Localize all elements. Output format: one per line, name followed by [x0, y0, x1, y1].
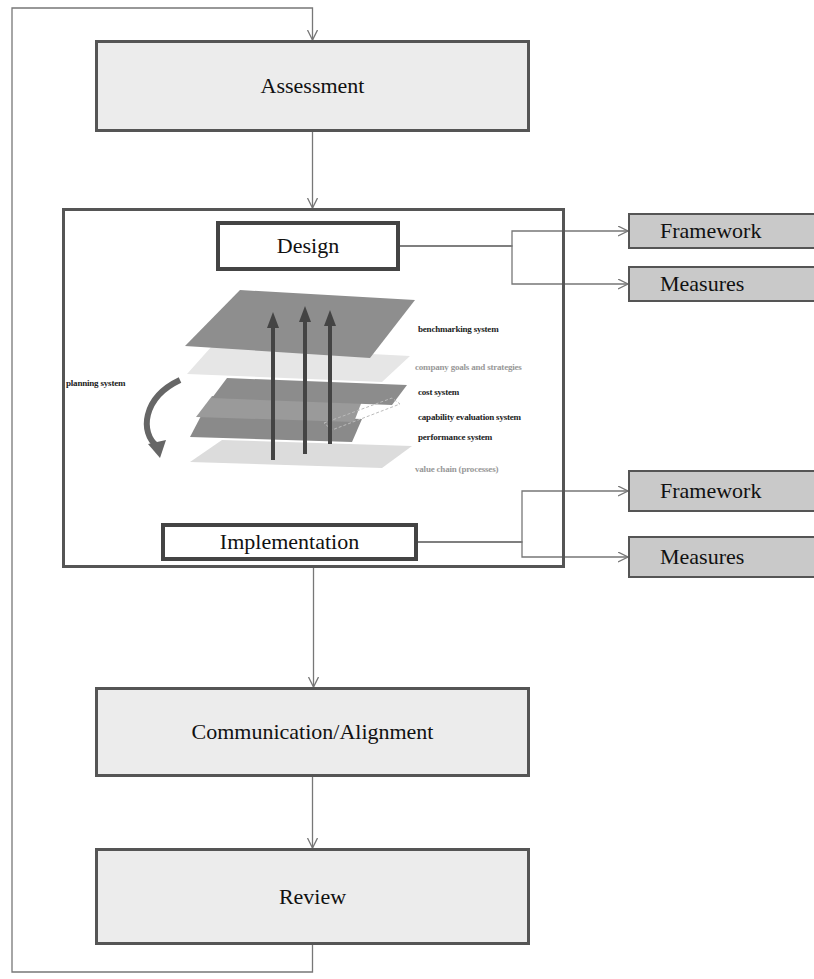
plane-label: performance system — [418, 432, 492, 442]
box-text: Assessment — [261, 73, 365, 99]
output-box: Framework — [628, 213, 814, 249]
flow-connector — [12, 8, 313, 972]
flow-connector — [418, 542, 628, 557]
design-box: Design — [216, 221, 400, 271]
planning-curve-arrow — [147, 380, 180, 458]
implementation-box: Implementation — [161, 523, 418, 561]
plane-label: benchmarking system — [418, 324, 498, 334]
flow-connector — [400, 246, 628, 284]
output-box: Framework — [628, 470, 814, 512]
plane-label: cost system — [418, 387, 459, 397]
output-box: Measures — [628, 266, 814, 302]
benchmarking-plane — [185, 290, 415, 358]
output-box: Measures — [628, 536, 814, 578]
process-box: Assessment — [95, 40, 530, 132]
box-text: Implementation — [220, 529, 359, 555]
box-text: Framework — [660, 218, 761, 244]
plane-label: value chain (processes) — [415, 464, 498, 474]
plane-label: capability evaluation system — [418, 412, 521, 422]
value-chain-plane — [190, 440, 412, 468]
box-text: Communication/Alignment — [192, 719, 434, 745]
flow-connector — [400, 231, 628, 246]
plane-label: company goals and strategies — [415, 362, 522, 372]
process-box: Communication/Alignment — [95, 687, 530, 777]
flow-connector — [313, 568, 314, 687]
flow-connector — [312, 132, 313, 208]
box-text: Design — [277, 233, 339, 259]
box-text: Measures — [660, 271, 744, 297]
flow-connector — [418, 491, 628, 542]
upward-arrows — [267, 306, 336, 460]
box-text: Measures — [660, 544, 744, 570]
process-box: Review — [95, 848, 530, 945]
dashed-link — [324, 398, 400, 430]
arrow-label: planning system — [66, 378, 125, 388]
box-text: Framework — [660, 478, 761, 504]
box-text: Review — [279, 884, 346, 910]
container-box: DesignImplementation — [62, 208, 565, 568]
flow-connector — [312, 777, 313, 848]
cost-plane — [212, 378, 407, 405]
